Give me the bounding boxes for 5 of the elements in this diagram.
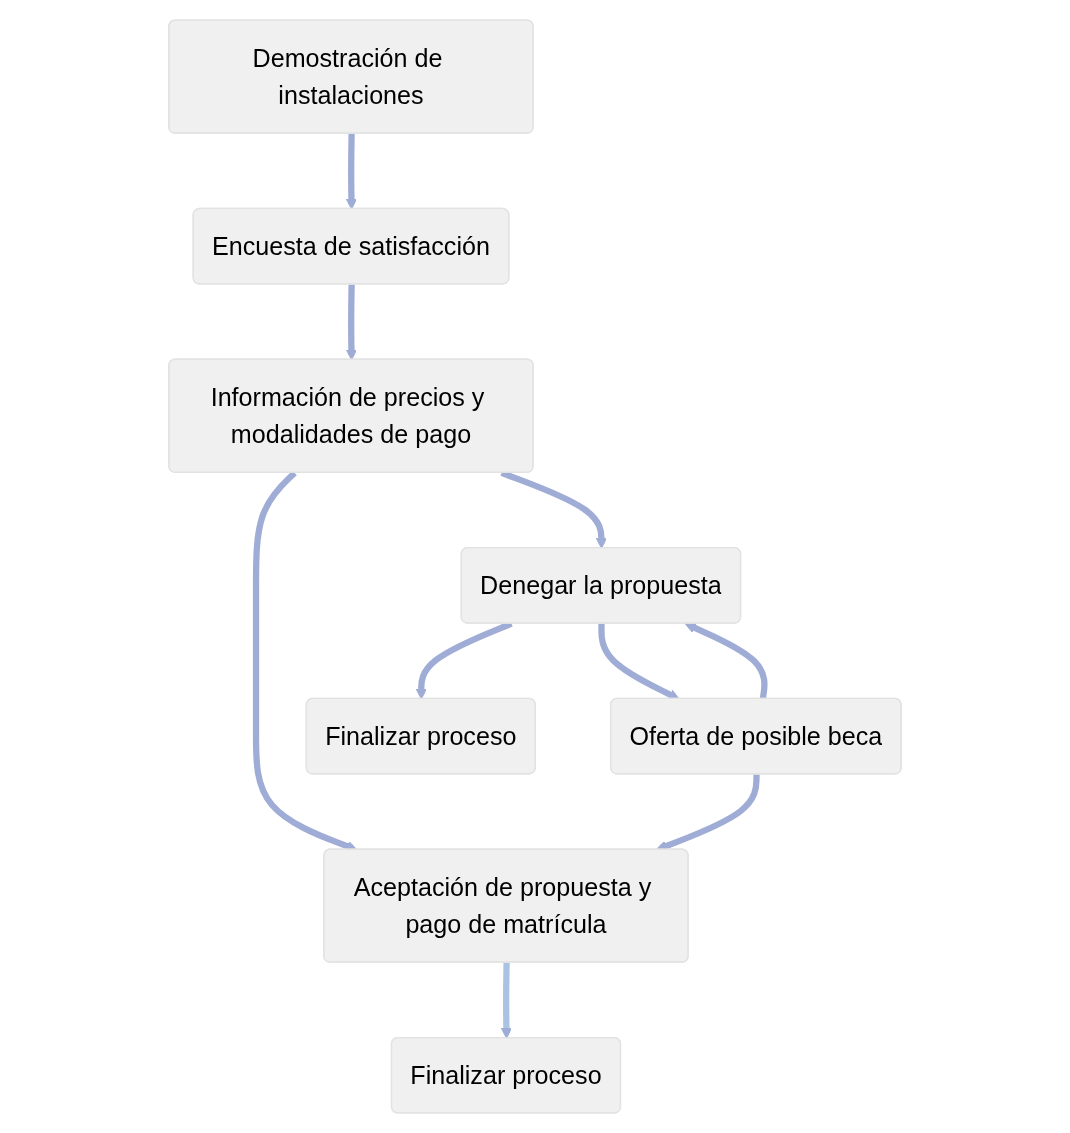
arrow [500,962,512,1039]
arrow [684,622,768,700]
arrow [598,623,680,700]
arrow [345,284,357,361]
arrow [345,133,357,210]
